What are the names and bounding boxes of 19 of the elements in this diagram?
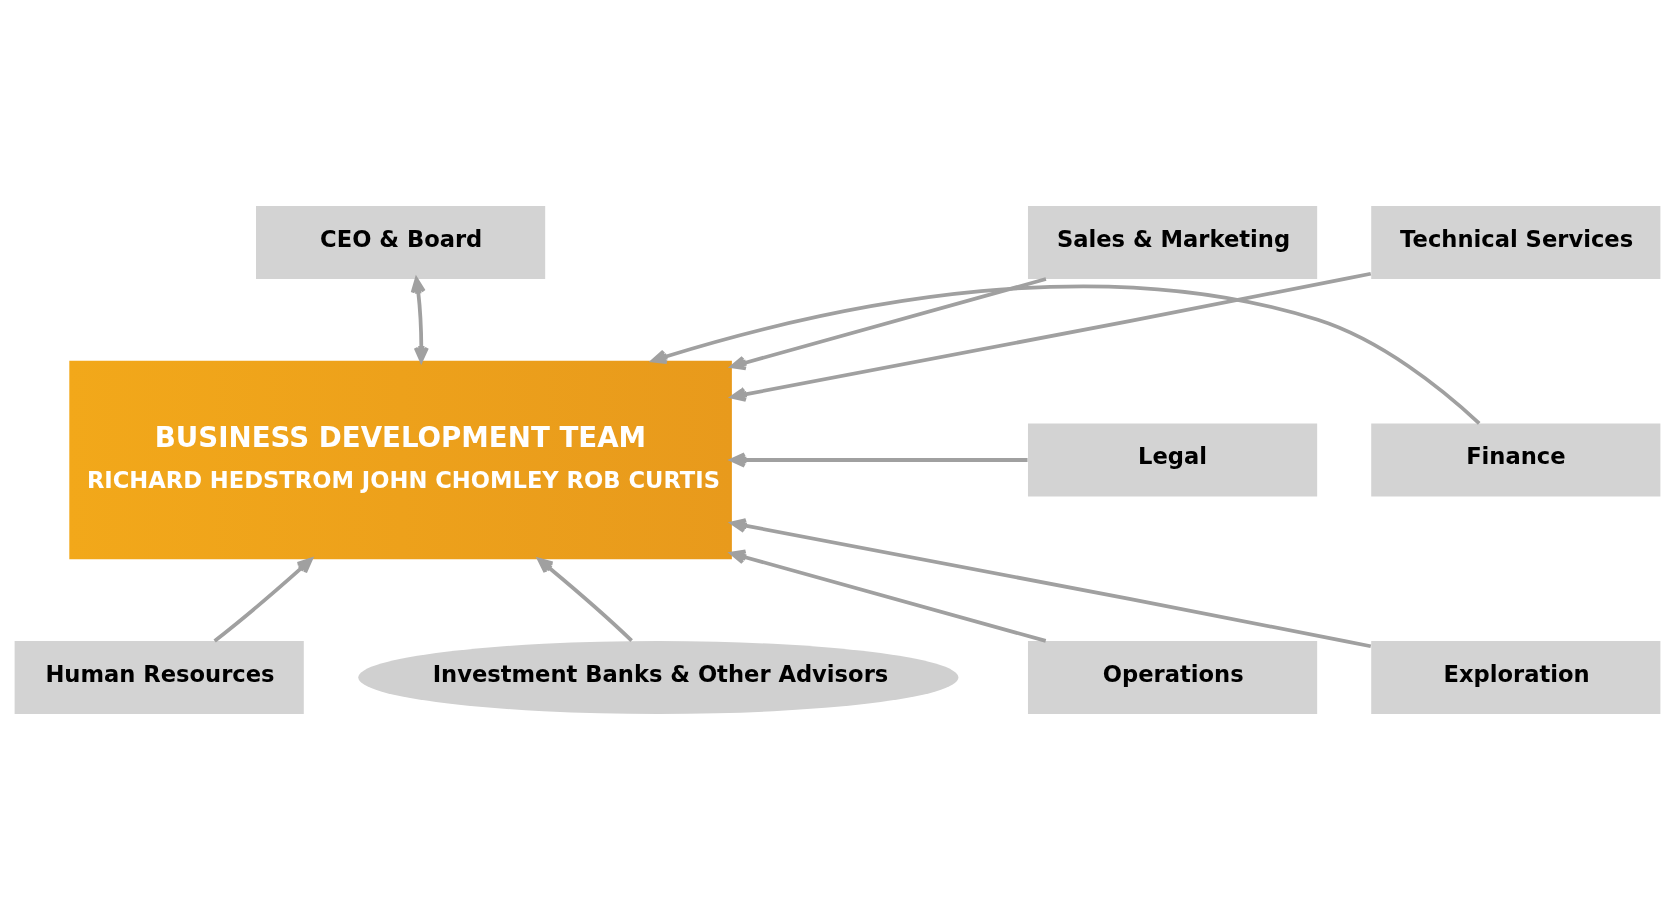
node-ellipse: Investment Banks & Other Advisors — [358, 640, 959, 714]
node-box: Technical Services — [1371, 205, 1661, 279]
node-box: CEO & Board — [256, 205, 546, 279]
arrow — [730, 271, 1372, 402]
arrow — [730, 451, 1028, 468]
arrow — [537, 557, 633, 642]
arrow — [730, 549, 1047, 643]
node-box: Finance — [1371, 423, 1661, 496]
arrow — [651, 284, 1481, 425]
arrow — [730, 517, 1372, 648]
node-box: Operations — [1028, 640, 1318, 714]
arrow — [730, 276, 1047, 370]
arrow — [410, 276, 429, 362]
node-box: Exploration — [1371, 640, 1661, 714]
node-box: Sales & Marketing — [1028, 205, 1318, 279]
node-box: Legal — [1028, 423, 1318, 496]
node-box: BUSINESS DEVELOPMENT TEAM RICHARD HEDSTROM JOHN CHOMLEY ROB CURTIS — [69, 360, 732, 559]
arrow — [213, 557, 313, 642]
node-box: Human Resources — [14, 640, 304, 714]
